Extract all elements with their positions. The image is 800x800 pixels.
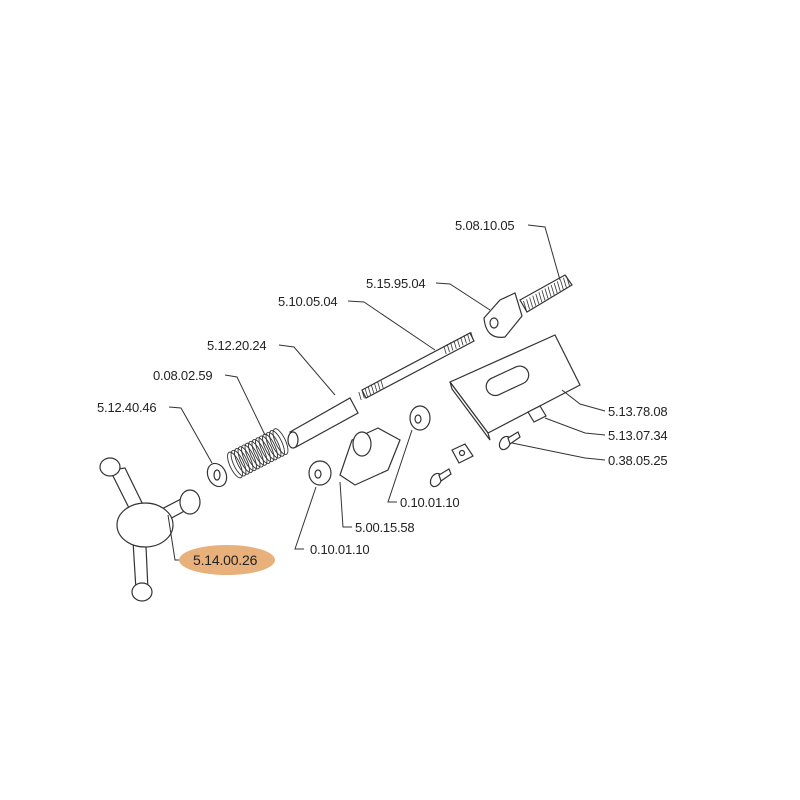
- part-number-label[interactable]: 5.15.95.04: [366, 276, 426, 291]
- part-number-label[interactable]: 5.00.15.58: [355, 520, 415, 535]
- part-number-label[interactable]: 5.13.78.08: [608, 404, 668, 419]
- spring-coil: [251, 439, 268, 466]
- spring-coil: [272, 428, 289, 455]
- thread-line: [526, 299, 530, 310]
- part-sleeve: [287, 397, 359, 449]
- thread-line: [367, 386, 372, 395]
- part-number-label[interactable]: 0.10.01.10: [310, 542, 370, 557]
- highlight-ellipse: [179, 545, 275, 575]
- thread-line: [547, 286, 552, 297]
- part-square-nut: [451, 405, 547, 464]
- spring-coil: [248, 440, 264, 468]
- part-nut-right: [409, 405, 431, 431]
- thread-line: [544, 288, 549, 299]
- thread-line: [470, 331, 474, 341]
- part-washer: [206, 462, 228, 488]
- thread-line: [364, 388, 368, 397]
- thread-line: [463, 335, 467, 344]
- thread-line: [370, 385, 375, 394]
- thread-line: [566, 275, 570, 287]
- spring-coil: [265, 431, 282, 459]
- part-spring: [227, 428, 289, 479]
- spring-coil: [262, 433, 278, 461]
- part-number-label-highlighted[interactable]: 5.14.00.26: [193, 552, 258, 568]
- part-screw: [429, 431, 521, 488]
- thread-line: [550, 284, 555, 296]
- thread-line: [523, 300, 527, 312]
- part-pivot-block: [339, 427, 401, 486]
- thread-line: [453, 340, 457, 349]
- part-clamp-bracket: [483, 292, 523, 338]
- thread-line: [361, 390, 365, 399]
- leader-lines: [167, 224, 606, 561]
- thread-line: [374, 383, 378, 392]
- thread-line: [553, 283, 558, 294]
- part-number-label[interactable]: 0.08.02.59: [153, 368, 213, 383]
- thread-line: [541, 290, 546, 301]
- part-nut-left: [308, 460, 332, 486]
- part-number-label[interactable]: 0.38.05.25: [608, 453, 668, 468]
- thread-line: [532, 295, 537, 306]
- part-number-label[interactable]: 5.12.40.46: [97, 400, 157, 415]
- part-threaded-stud: [519, 274, 573, 313]
- spring-coil: [244, 442, 261, 470]
- part-number-label[interactable]: 5.08.10.05: [455, 218, 515, 233]
- thread-line: [446, 344, 450, 353]
- thread-line: [563, 277, 567, 288]
- thread-line: [460, 337, 464, 346]
- part-number-label[interactable]: 5.10.05.04: [278, 294, 338, 309]
- spring-coil: [241, 444, 257, 472]
- spring-coil: [269, 430, 285, 457]
- thread-line: [456, 338, 461, 348]
- spring-coil: [255, 437, 271, 464]
- thread-line: [538, 291, 543, 303]
- thread-line: [380, 379, 384, 389]
- spring-coil: [227, 451, 243, 479]
- thread-line: [467, 333, 471, 342]
- thread-line: [377, 381, 381, 390]
- part-number-label[interactable]: 5.12.20.24: [207, 338, 267, 353]
- spring-coil: [234, 448, 250, 475]
- part-number-label[interactable]: 0.10.01.10: [400, 495, 460, 510]
- part-clamp-plate: [449, 334, 581, 441]
- thread-line: [450, 342, 454, 351]
- part-number-label[interactable]: 5.13.07.34: [608, 428, 668, 443]
- part-star-handle: [99, 457, 201, 602]
- thread-line: [443, 345, 447, 355]
- part-rod: [358, 331, 475, 401]
- thread-line: [559, 279, 564, 290]
- thread-line: [535, 293, 540, 304]
- spring-coil: [237, 446, 254, 473]
- spring-coil: [258, 435, 275, 463]
- thread-line: [358, 391, 362, 401]
- spring-coil: [230, 449, 247, 477]
- thread-line: [556, 281, 561, 292]
- thread-line: [529, 297, 534, 308]
